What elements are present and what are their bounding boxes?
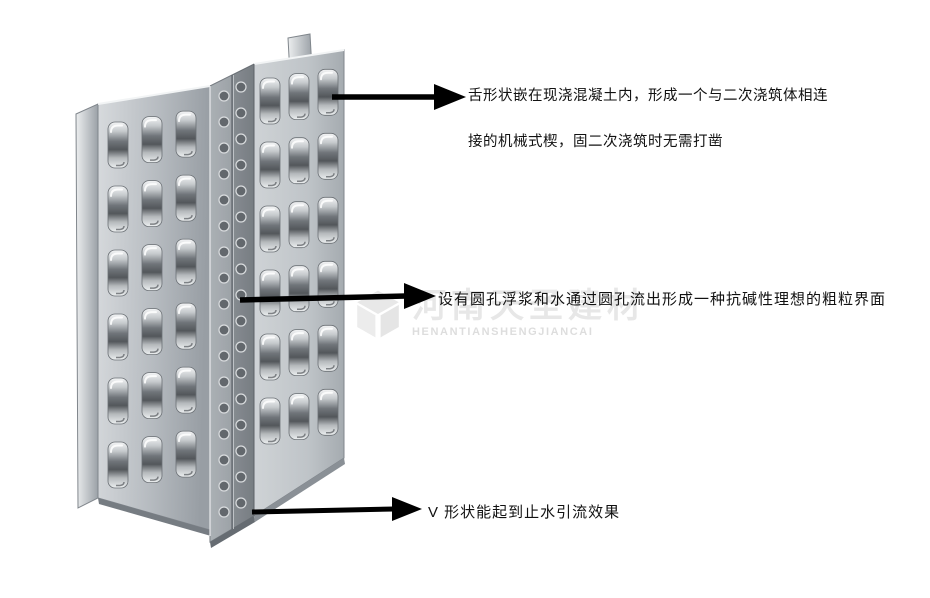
panel-drain-holes <box>218 81 247 518</box>
panel-right-face-bottom-edge <box>254 458 345 522</box>
panel-illustration <box>75 33 345 548</box>
arrow-holes-head <box>404 283 436 309</box>
annotation-tongue-line-2: 接的机械式楔，固二次浇筑时无需打凿 <box>468 134 723 150</box>
panel-v-strip-bottom-edge <box>210 516 255 548</box>
annotation-tongue-line-1: 舌形状嵌在现浇混凝土内，形成一个与二次浇筑体相连 <box>468 88 828 104</box>
arrow-tongue-head <box>434 84 466 110</box>
panel-left-face-bottom-edge <box>98 498 211 536</box>
watermark-name-en: HENANTIANSHENGJIANCAI <box>412 326 594 339</box>
panel-left-top-highlight <box>97 85 211 105</box>
arrow-vshape-head <box>392 497 422 521</box>
annotation-vshape-note: V 形状能起到止水引流效果 <box>428 504 621 521</box>
annotation-holes-note: 设有圆孔浮浆和水通过圆孔流出形成一种抗碱性理想的粗粒界面 <box>438 291 887 308</box>
panel-right-top-highlight <box>253 49 345 65</box>
panel-left-flange <box>75 103 99 509</box>
annotation-tongue-note: 舌形状嵌在现浇混凝土内，形成一个与二次浇筑体相连 接的机械式楔，固二次浇筑时无需… <box>468 73 828 165</box>
